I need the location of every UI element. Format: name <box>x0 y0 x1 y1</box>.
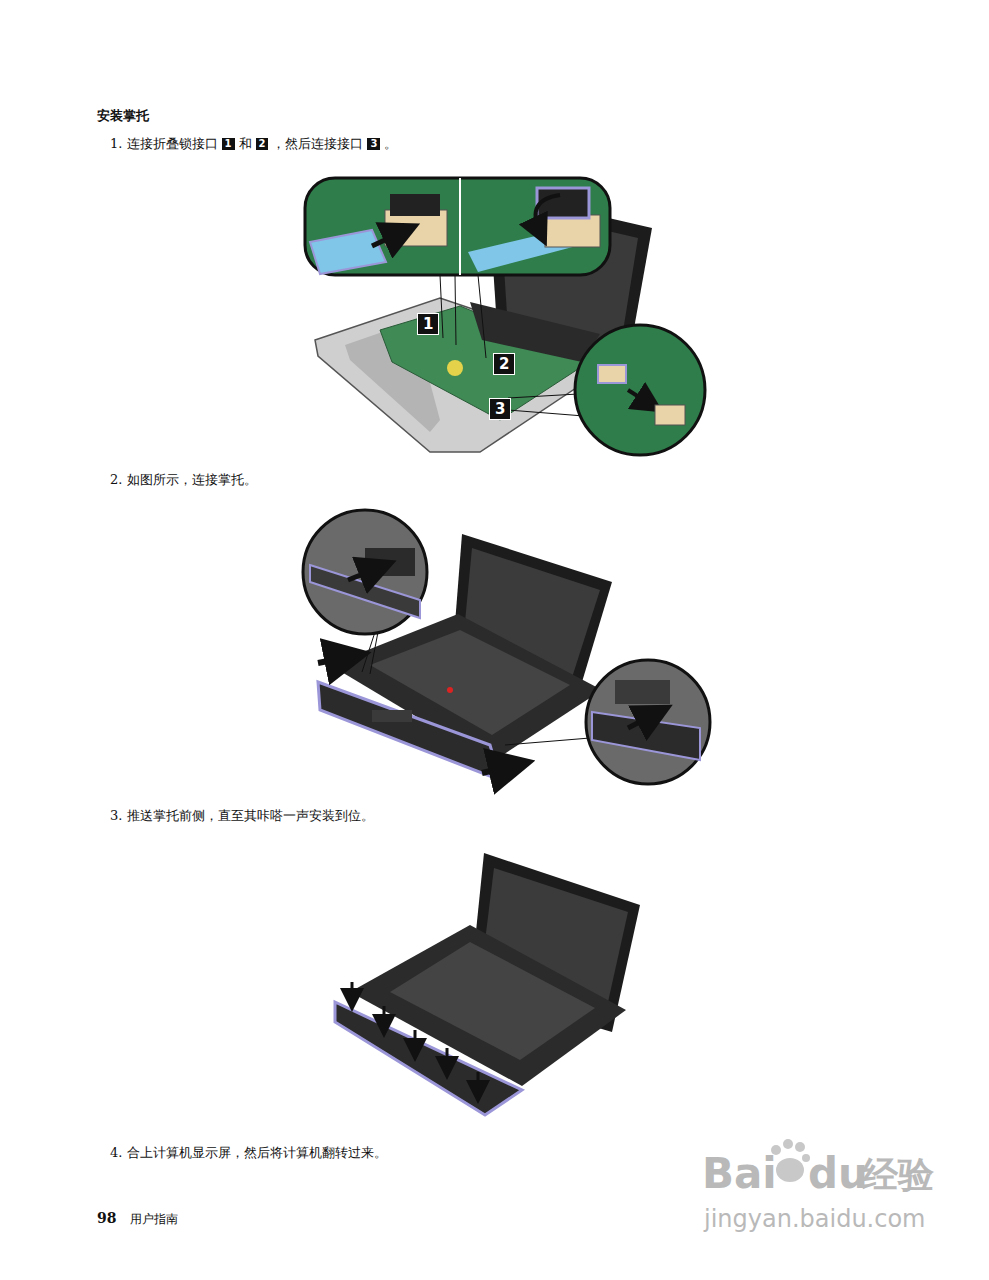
watermark-paw <box>771 1139 810 1182</box>
step-text: ，然后连接接口 <box>272 136 363 152</box>
section-heading: 安装掌托 <box>97 108 149 124</box>
step-text: 3. 推送掌托前侧，直至其咔嗒一声安装到位。 <box>110 808 374 824</box>
callout-number: 2 <box>256 138 269 150</box>
step-text: 和 <box>239 136 252 152</box>
watermark: jingyan.baidu.com <box>704 1204 925 1234</box>
page-number: 98 <box>97 1210 116 1226</box>
step-text: 2. 如图所示，连接掌托。 <box>110 472 257 488</box>
callout-number: 1 <box>417 313 439 335</box>
footer-text: 用户指南 <box>130 1211 178 1227</box>
step-text: 4. 合上计算机显示屏，然后将计算机翻转过来。 <box>110 1145 387 1161</box>
step-row: 1. 连接折叠锁接口 1和2，然后连接接口 3 。 <box>110 135 397 152</box>
watermark: 经验 <box>862 1152 934 1198</box>
figure-three <box>335 853 640 1115</box>
callout-number: 3 <box>489 398 511 420</box>
step-text: 。 <box>384 136 397 152</box>
callout-number: 1 <box>222 138 235 150</box>
figure-one <box>305 178 705 455</box>
step-text: 1. 连接折叠锁接口 <box>110 136 218 152</box>
callout-number: 2 <box>493 353 515 375</box>
callout-number: 3 <box>367 138 380 150</box>
watermark: Bai <box>702 1150 777 1198</box>
figure-two <box>303 510 710 784</box>
watermark: du <box>808 1150 868 1198</box>
